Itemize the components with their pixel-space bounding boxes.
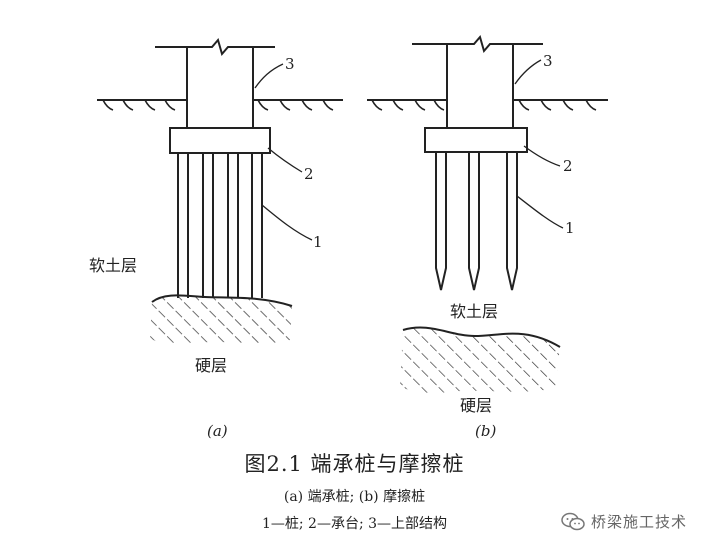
panel-label-a: (a): [207, 422, 228, 440]
pile-foundation-diagram: 3 2 1 软土层 硬层 (a): [89, 34, 608, 440]
soft-layer-label-a: 软土层: [89, 256, 137, 275]
label-pile-cap-b: 2: [563, 157, 573, 175]
hard-layer-a-surface: [151, 294, 293, 307]
ground-surface: [367, 99, 608, 111]
label-pile-cap-a: 2: [304, 165, 314, 183]
hard-layer-label-a: 硬层: [195, 356, 227, 375]
superstructure-top-line: [412, 34, 543, 54]
leader-lines-b: [514, 59, 564, 229]
superstructure-column: [446, 44, 514, 128]
hard-layer-label-b: 硬层: [460, 396, 492, 415]
figure-title: 图2.1 端承桩与摩擦桩: [244, 452, 465, 476]
ground-surface: [97, 99, 343, 111]
soft-layer-label-b: 软土层: [450, 302, 498, 321]
label-superstructure-a: 3: [285, 55, 295, 73]
end-bearing-piles: [177, 153, 263, 298]
leader-lines-a: [254, 63, 313, 241]
pile-cap: [169, 127, 271, 154]
hard-layer-a: [150, 295, 292, 345]
friction-piles: [435, 152, 518, 291]
superstructure-column: [186, 47, 254, 128]
superstructure-top-line: [155, 37, 275, 57]
label-pile-a: 1: [313, 233, 323, 251]
label-pile-b: 1: [565, 219, 575, 237]
wechat-icon: [561, 512, 585, 530]
panel-b: 3 2 1 软土层 硬层 (b): [367, 34, 608, 440]
panel-a: 3 2 1 软土层 硬层 (a): [89, 37, 343, 440]
watermark: 桥梁施工技术: [561, 511, 687, 532]
hard-layer-b-surface: [402, 326, 561, 348]
panel-label-b: (b): [475, 422, 496, 440]
hard-layer-b: [400, 327, 560, 393]
figure-legend-types: (a) 端承桩; (b) 摩擦桩: [283, 489, 426, 505]
pile-cap: [424, 127, 528, 153]
figure-legend-parts: 1—桩; 2—承台; 3—上部结构: [261, 516, 448, 532]
label-superstructure-b: 3: [543, 52, 553, 70]
watermark-text: 桥梁施工技术: [590, 513, 687, 531]
